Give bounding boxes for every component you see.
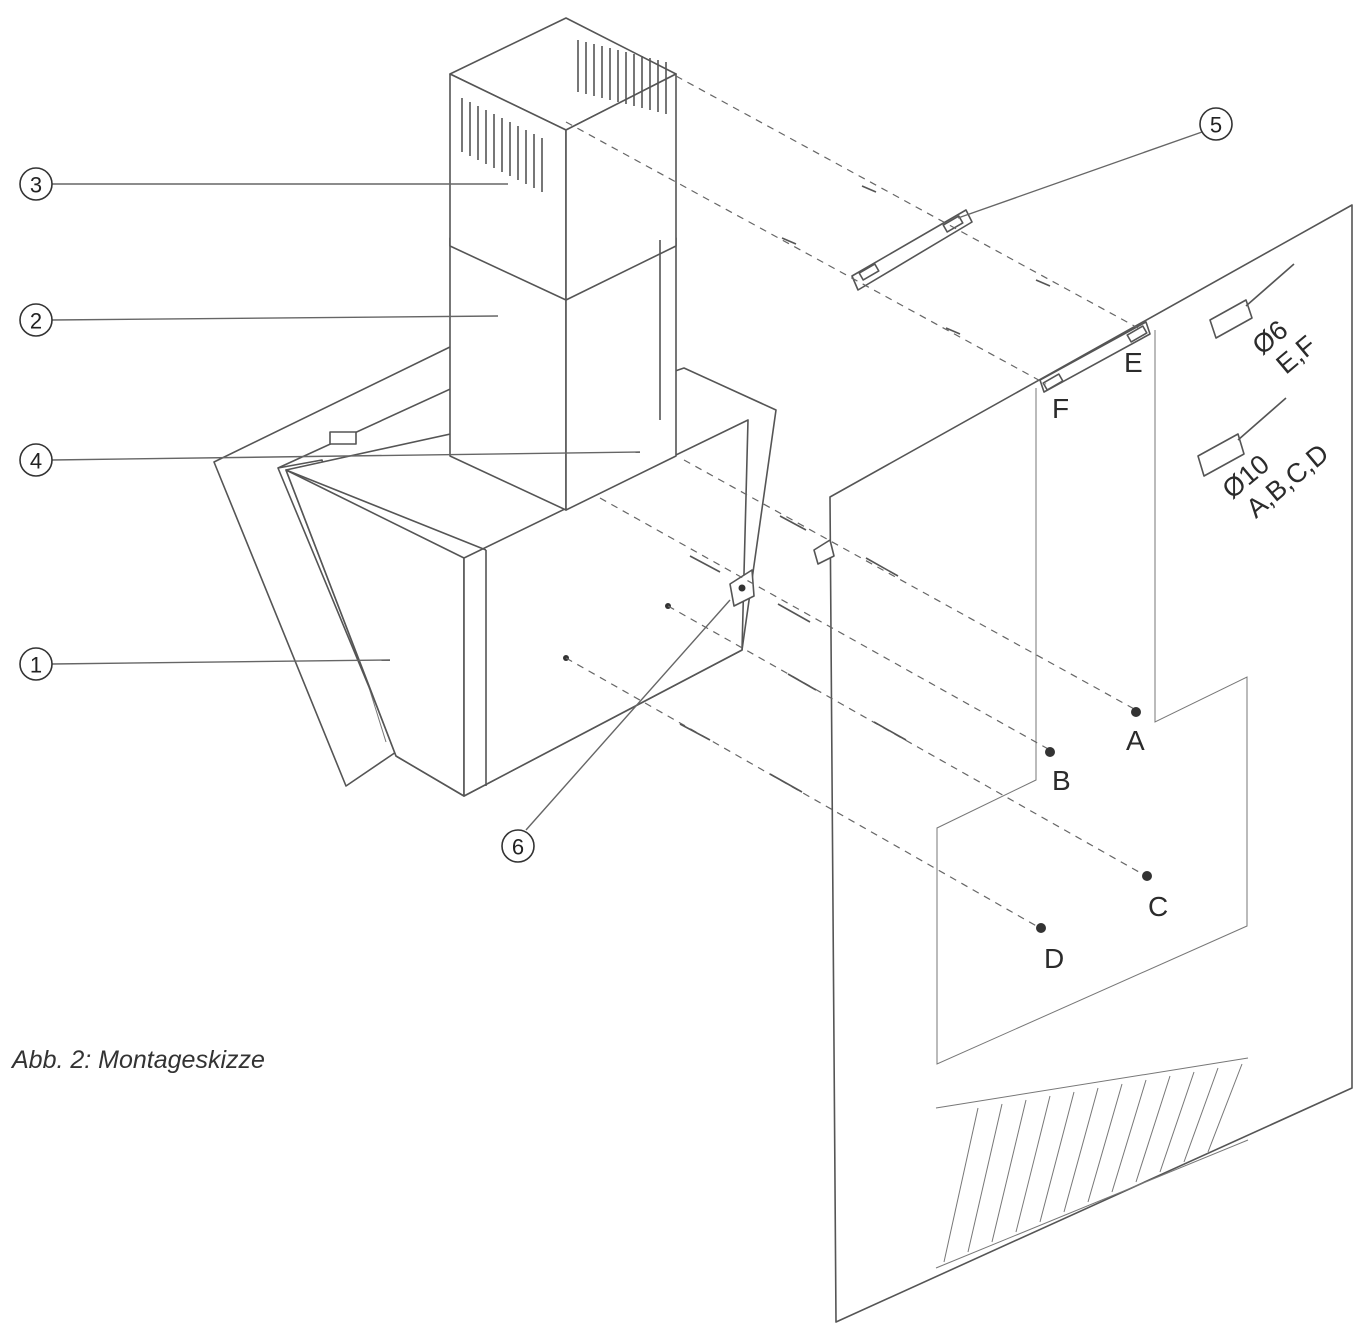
chimney (449, 17, 677, 511)
callout-6: 6 (501, 829, 535, 863)
callout-lines (51, 131, 1203, 831)
part-number-4: 4 (30, 449, 42, 474)
floor-hatch (935, 1057, 1249, 1269)
assembly-lines (565, 75, 1147, 929)
callout-2: 2 (19, 303, 53, 337)
callout-5: 5 (1199, 107, 1233, 141)
part-number-2: 2 (30, 309, 42, 334)
hole-label-b: B (1052, 765, 1071, 796)
hole-label-f: F (1052, 393, 1069, 424)
hood-body (285, 367, 777, 797)
wall-rail (1039, 321, 1151, 393)
hole-label-a: A (1126, 725, 1145, 756)
part-number-6: 6 (512, 835, 524, 860)
part-number-3: 3 (30, 173, 42, 198)
callout-1: 1 (19, 647, 53, 681)
hole-label-d: D (1044, 943, 1064, 974)
screws (679, 185, 1051, 793)
wall-holes (1036, 707, 1152, 933)
vent-grille-left (461, 98, 543, 192)
figure-caption: Abb. 2: Montageskizze (12, 1046, 265, 1074)
hole-label-c: C (1148, 891, 1168, 922)
vent-grille-right (577, 40, 667, 114)
hood-bracket (729, 569, 755, 607)
hole-label-e: E (1124, 347, 1143, 378)
callout-3: 3 (19, 167, 53, 201)
drill-icon-small (1209, 263, 1295, 339)
callout-4: 4 (19, 443, 53, 477)
drill-icon-large (1197, 397, 1287, 477)
top-bracket (851, 209, 973, 291)
part-number-1: 1 (30, 653, 42, 678)
wall (829, 204, 1353, 1323)
part-number-5: 5 (1210, 113, 1222, 138)
wall-bracket (813, 539, 835, 565)
